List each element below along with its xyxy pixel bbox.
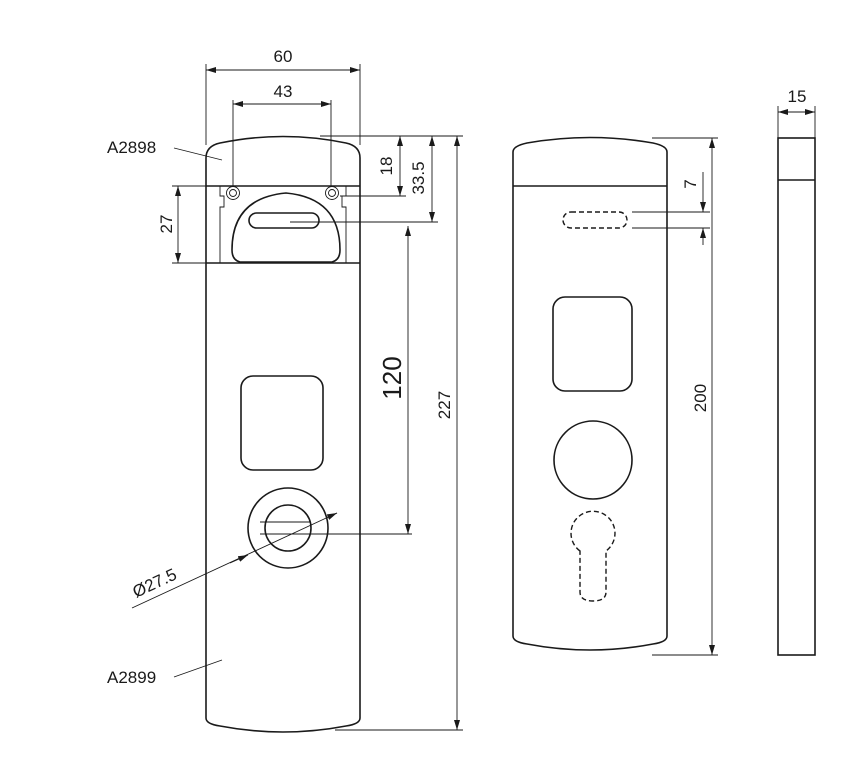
- front-view-middle: [512, 136, 668, 651]
- label-a2899: A2899: [107, 668, 156, 687]
- cylinder-cutout: [570, 510, 616, 602]
- label-a2898: A2898: [107, 138, 156, 157]
- dimensions-middle: 7 200: [632, 137, 718, 656]
- dimensions-left: 60 43 18 33.5 27 120 227 Ø27.5 A2898 A28…: [107, 47, 463, 731]
- dim-27: 27: [157, 215, 176, 234]
- window: [240, 375, 324, 471]
- slot: [248, 212, 320, 229]
- dim-227: 227: [435, 391, 454, 419]
- dim-diameter: Ø27.5: [130, 565, 180, 602]
- dim-60: 60: [274, 47, 293, 66]
- knob-hole: [553, 420, 633, 500]
- dim-15: 15: [788, 87, 807, 106]
- dim-33-5: 33.5: [409, 161, 428, 194]
- screw-right: [325, 186, 339, 200]
- bracket: [219, 186, 347, 263]
- window: [552, 296, 633, 392]
- screw-left: [226, 186, 240, 200]
- dim-43: 43: [274, 82, 293, 101]
- half-disc: [231, 192, 341, 263]
- front-view-left: [205, 135, 361, 733]
- dim-120: 120: [377, 356, 407, 399]
- dim-7: 7: [681, 179, 700, 188]
- plate-outline: [205, 135, 361, 733]
- rose-outer: [247, 487, 329, 569]
- plate-outline: [512, 136, 668, 651]
- hidden-slot: [562, 211, 628, 229]
- side-view: 15: [777, 87, 816, 656]
- dim-200: 200: [691, 384, 710, 412]
- rose-inner: [264, 504, 312, 552]
- dim-18: 18: [377, 157, 396, 176]
